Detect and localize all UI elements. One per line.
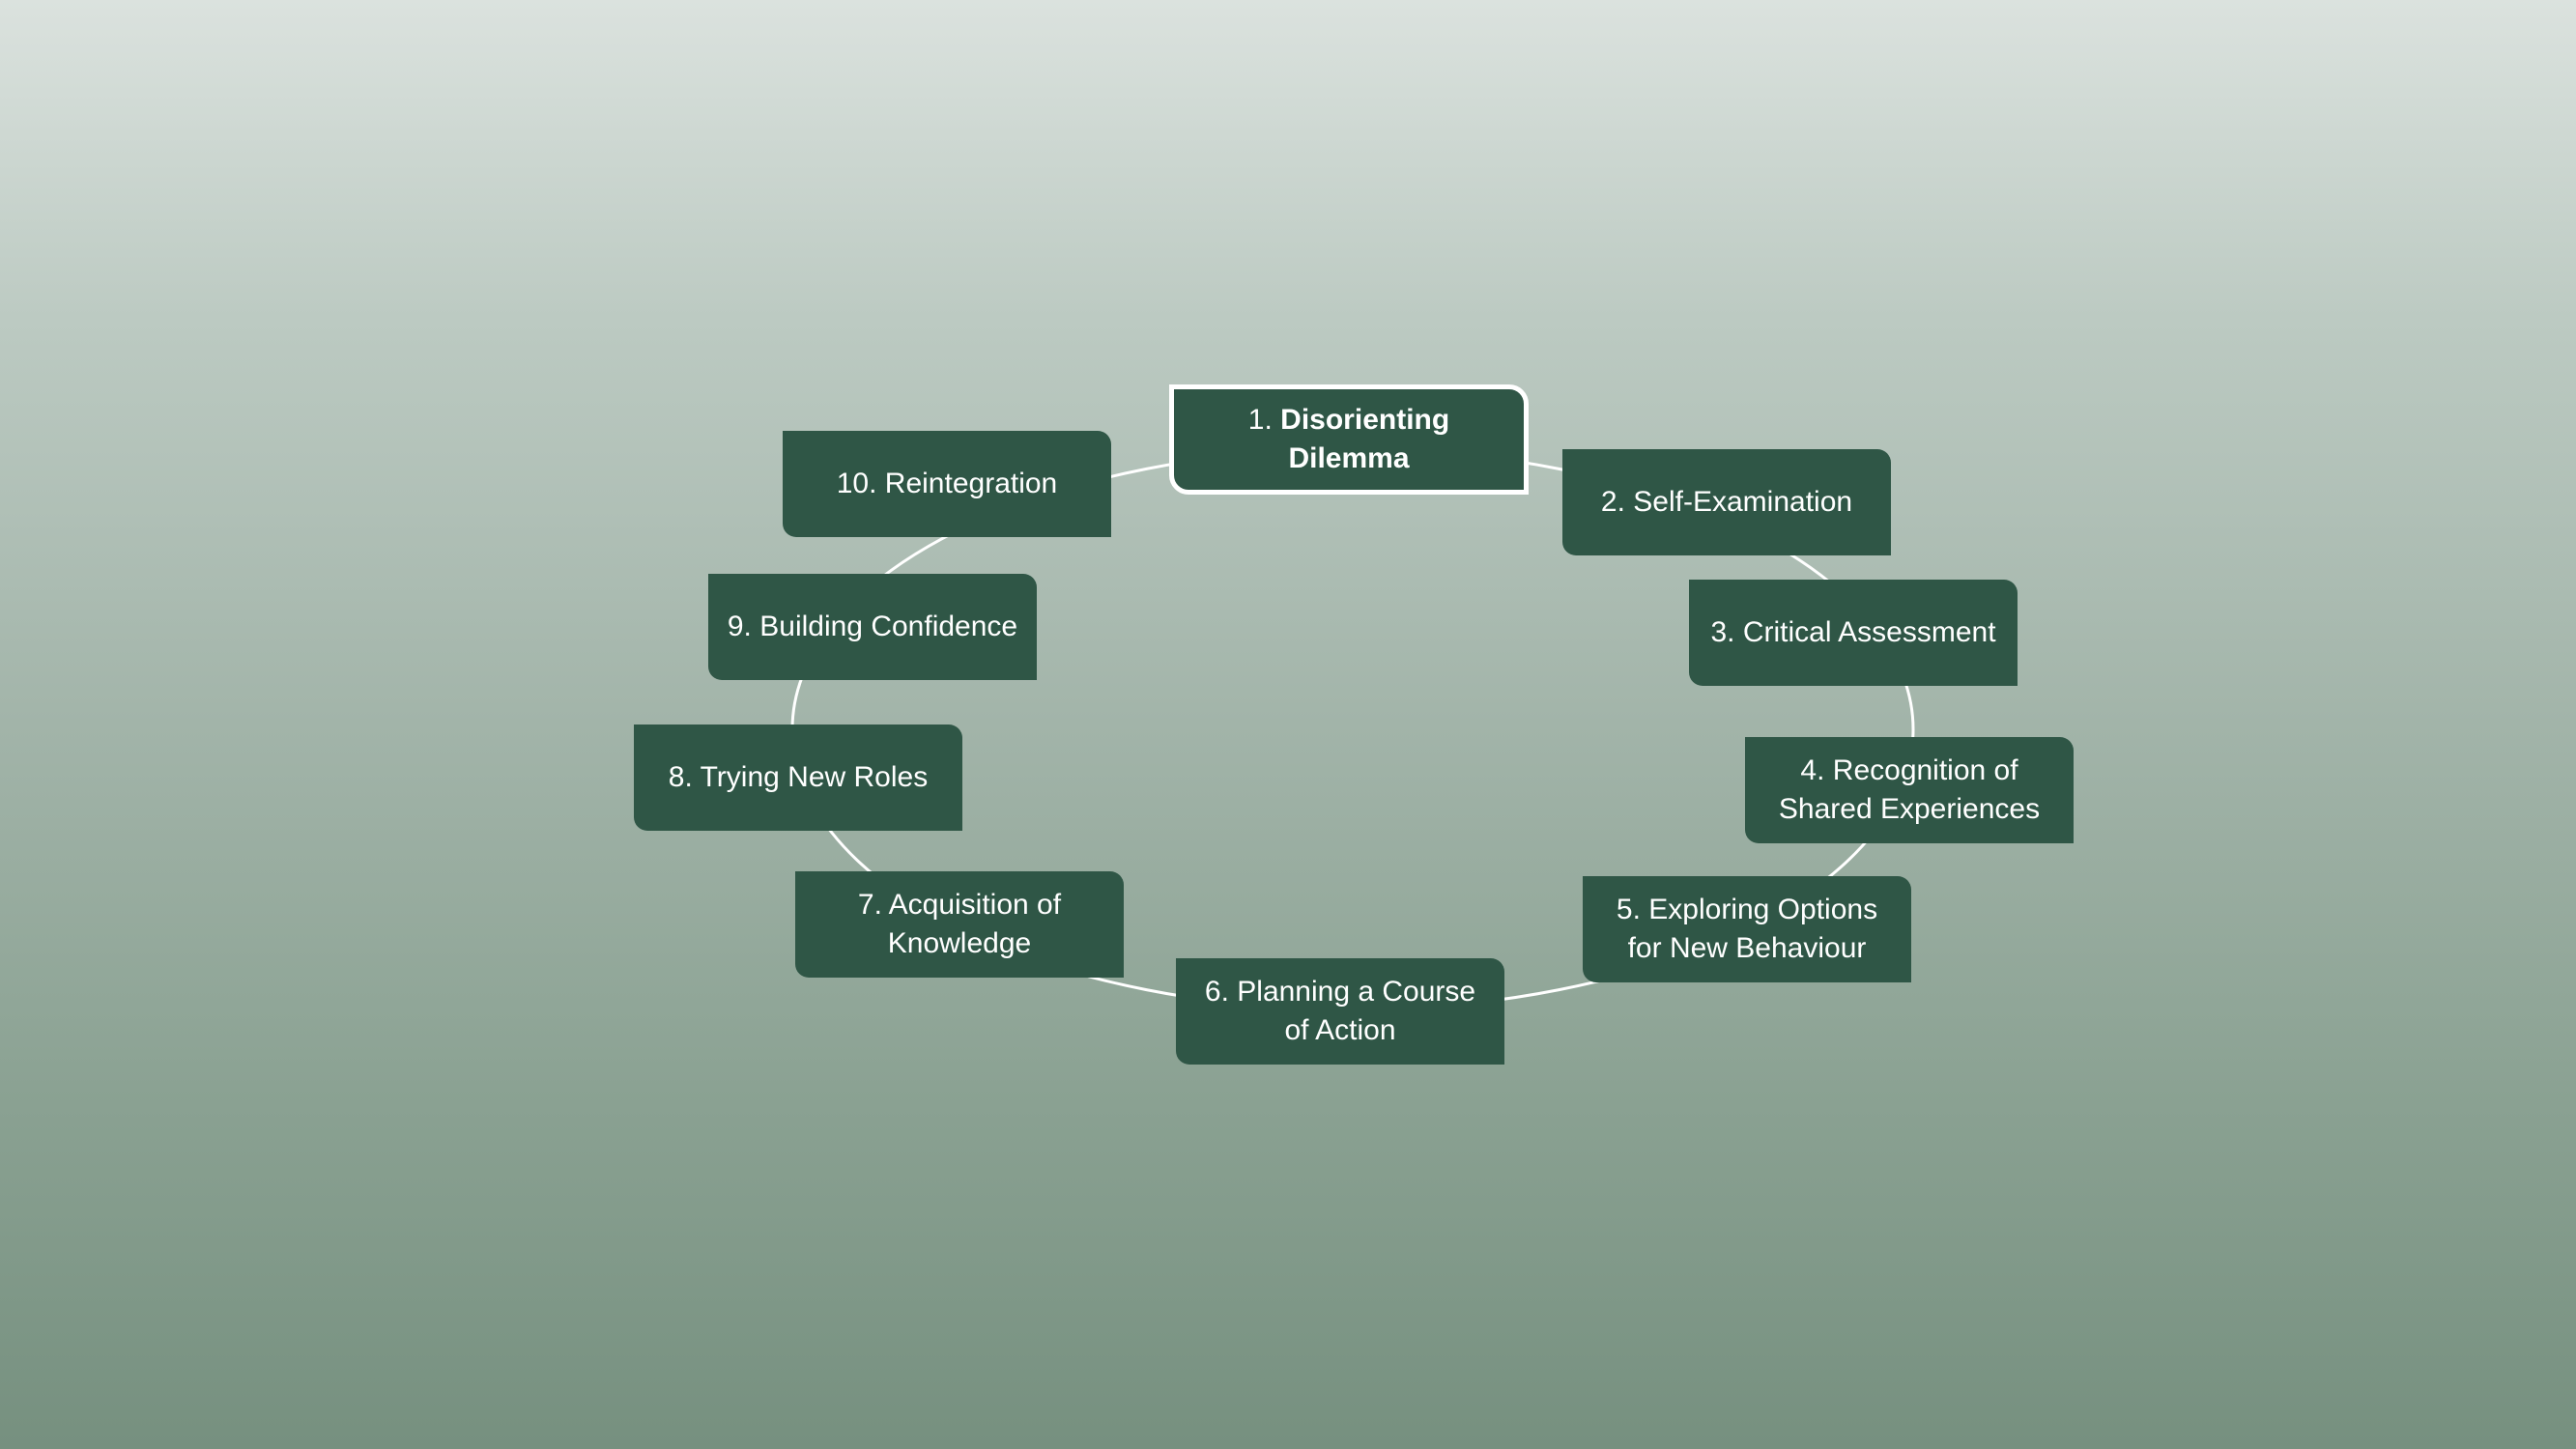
step-6-title: Planning a Course of Action [1237,976,1476,1046]
step-6-planning-a-course-of-action[interactable]: 6. Planning a Course of Action [1176,958,1504,1065]
step-7-acquisition-of-knowledge[interactable]: 7. Acquisition of Knowledge [795,871,1124,978]
step-8-label: 8. Trying New Roles [669,758,928,797]
step-6-number: 6. [1204,976,1229,1008]
step-1-disorienting-dilemma[interactable]: 1. Disorienting Dilemma [1169,384,1529,495]
step-2-number: 2. [1600,486,1625,518]
step-4-label: 4. Recognition of Shared Experiences [1762,752,2056,829]
step-9-title: Building Confidence [759,611,1018,642]
step-7-title: Acquisition of Knowledge [887,889,1062,959]
step-8-number: 8. [668,761,693,793]
step-1-title: Disorienting Dilemma [1280,404,1450,474]
step-7-label: 7. Acquisition of Knowledge [813,886,1106,963]
step-9-number: 9. [727,611,752,642]
step-2-self-examination[interactable]: 2. Self-Examination [1562,449,1891,555]
step-7-number: 7. [857,889,882,921]
step-5-label: 5. Exploring Options for New Behaviour [1600,891,1894,968]
step-8-trying-new-roles[interactable]: 8. Trying New Roles [634,724,962,831]
step-6-label: 6. Planning a Course of Action [1193,973,1487,1050]
step-4-title: Recognition of Shared Experiences [1778,754,2041,825]
step-10-reintegration[interactable]: 10. Reintegration [783,431,1111,537]
step-9-label: 9. Building Confidence [728,608,1017,646]
step-4-number: 4. [1800,754,1825,786]
step-10-title: Reintegration [884,468,1058,499]
step-5-number: 5. [1616,894,1641,925]
step-5-exploring-options[interactable]: 5. Exploring Options for New Behaviour [1583,876,1911,982]
step-3-label: 3. Critical Assessment [1710,613,1995,652]
step-10-number: 10. [836,468,877,499]
step-3-critical-assessment[interactable]: 3. Critical Assessment [1689,580,2018,686]
step-8-title: Trying New Roles [700,761,929,793]
step-3-title: Critical Assessment [1742,616,1996,648]
step-10-label: 10. Reintegration [837,465,1058,503]
step-4-recognition-of-shared-experiences[interactable]: 4. Recognition of Shared Experiences [1745,737,2074,843]
step-1-number: 1. [1247,404,1273,436]
step-2-label: 2. Self-Examination [1601,483,1852,522]
step-3-number: 3. [1710,616,1735,648]
step-2-title: Self-Examination [1633,486,1853,518]
step-1-label: 1. Disorienting Dilemma [1191,401,1506,478]
step-5-title: Exploring Options for New Behaviour [1627,894,1878,964]
step-9-building-confidence[interactable]: 9. Building Confidence [708,574,1037,680]
